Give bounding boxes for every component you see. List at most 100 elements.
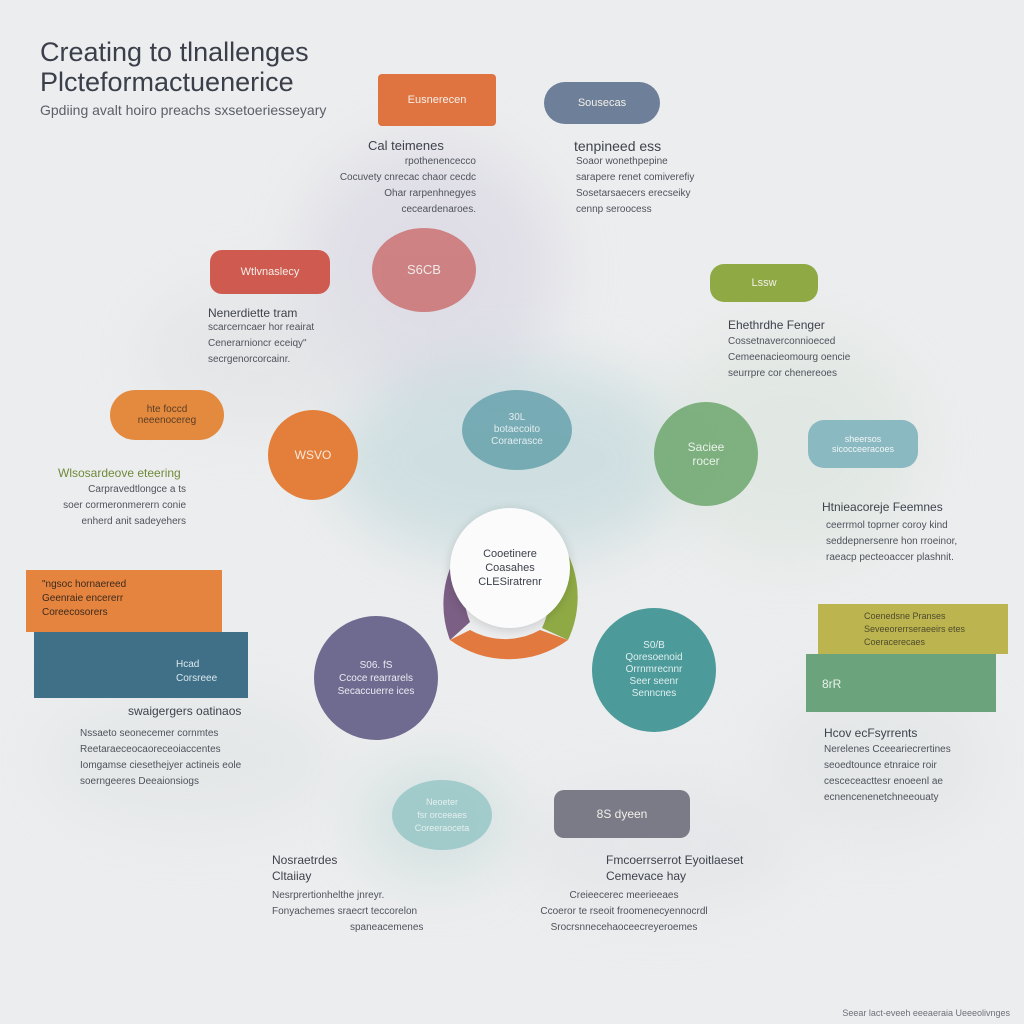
left-orange-circle-label: WSVO [294, 448, 332, 462]
bottom-pill-label: 8S dyeen [596, 807, 648, 821]
top-right-line: sarapere renet comiverefiy [576, 172, 695, 183]
center-top-line: botaecoito [493, 424, 541, 435]
left-banner-bottom: Hcad Corsreee [34, 632, 248, 698]
bottom-right-line: Ccoeror te rseoit froomenecyennocrdl [540, 906, 708, 917]
bottom-right-line: Creieecerec meerieeaes [569, 890, 679, 901]
top-left-line: ceceardenaroes. [401, 204, 477, 215]
top-right-heading: tenpineed ess [574, 138, 662, 154]
mid-left-pill-label: Wtlvnaslecy [240, 266, 300, 278]
right-teal-line: Qoresoenoid [625, 652, 683, 663]
left-bottom-line: Reetaraeceocaoreceoiaccentes [80, 744, 221, 755]
right-mid-line: raeacp pecteoaccer plashnit. [826, 552, 954, 563]
right-banner-line: Coenedsne Pranses [864, 611, 946, 621]
left-banner-line: Coreecosorers [42, 607, 108, 618]
mid-left-pill: Wtlvnaslecy [210, 250, 330, 294]
right-upper-heading: Ehethrdhe Fenger [728, 318, 825, 332]
upper-red-circle: S6CB [372, 228, 476, 312]
right-upper-line: seurrpre cor chenereoes [728, 368, 837, 379]
bottom-center-circle: Neoeter fsr orceeaes Coreeraoceta [392, 780, 492, 850]
left-bottom-line: Nssaeto seonecemer cornmtes [80, 728, 219, 739]
bottom-left-text: Nesrprertionhelthe jnreyr. Fonyachemes s… [272, 888, 423, 936]
top-right-pill-label: Sousecas [577, 97, 627, 109]
right-teal-pill-line: sicocceeracoes [831, 444, 895, 454]
page-title-line-2: Plcteformactuenerice [40, 67, 294, 97]
right-teal-line: Seer seenr [629, 676, 679, 687]
right-upper-line: Cossetnaverconnioeced [728, 336, 836, 347]
left-bottom-line: soerngeeres Deeaionsiogs [80, 776, 199, 787]
right-mid-text: ceerrmol toprner coroy kind seddepnersen… [826, 518, 957, 566]
right-banner-bottom-label: 8rR [822, 677, 842, 691]
bottom-center-line: Neoeter [425, 796, 459, 807]
right-banner-line: Seveeorerrseraeeirs etes [864, 624, 966, 634]
ring-segment-purple [443, 510, 510, 640]
right-mid-line: seddepnersenre hon rroeinor, [826, 536, 958, 547]
right-mid-line: ceerrmol toprner coroy kind [826, 520, 948, 531]
bottom-right-heading-line: Cemevace hay [606, 869, 687, 883]
right-upper-pill: Lssw [710, 264, 818, 302]
top-left-pill-label: Eusnerecen [407, 94, 467, 106]
left-banner-bottom-line: Hcad [176, 659, 200, 670]
top-left-text: rpothenencecco Cocuvety cnrecac chaor ce… [308, 154, 476, 218]
left-banner-top-text: "ngsoc hornaereed Geenraie encererr Core… [42, 578, 126, 620]
center-hub-line: Coasahes [485, 562, 535, 574]
left-purple-line: Secaccuerre ices [337, 685, 415, 697]
right-teal-circle: S0/B Qoresoenoid Orrnmrecnnr Seer seenr … [592, 608, 716, 732]
right-bottom-heading: Hcov ecFsyrrents [824, 726, 918, 740]
left-banner-bottom-line: Corsreee [176, 673, 218, 684]
right-teal-line: Senncnes [631, 688, 677, 699]
right-bottom-line: seoedtounce etnraice roir [824, 760, 937, 771]
bottom-right-text: Creieecerec meerieeaes Ccoeror te rseoit… [534, 888, 714, 936]
left-purple-circle: S06. fS Ccoce rearrarels Secaccuerre ice… [314, 616, 438, 740]
background-blob [40, 690, 340, 830]
bottom-right-heading: Fmcoerrserrot Eyoitlaeset Cemevace hay [606, 852, 743, 884]
bottom-left-heading-line: Nosraetrdes [272, 853, 338, 867]
page-subtitle: Gpdiing avalt hoiro preachs sxsetoeriess… [40, 102, 327, 118]
right-banner-line: Coeracerecaes [864, 637, 926, 647]
bottom-left-line: Fonyachemes sraecrt teccorelon [272, 906, 418, 917]
center-hub-line: CLESiratrenr [478, 576, 542, 588]
mid-left-line: scarcerncaer hor reairat [208, 322, 315, 333]
bottom-right-line: Srocrsnnecehaoceecreyeroemes [550, 922, 698, 933]
left-bottom-text: Nssaeto seonecemer cornmtes Reetaraeceoc… [80, 726, 241, 790]
mid-left-line: secrgenorcorcainr. [208, 354, 291, 365]
right-green-line: Saciee [687, 440, 725, 454]
left-section-text: Carpravedtlongce a ts soer cormeronmerer… [36, 482, 186, 530]
upper-circle-label: S6CB [407, 262, 441, 277]
bottom-left-line: spaneacemenes [350, 922, 424, 933]
ring-segment-orange [450, 630, 568, 660]
top-left-heading: Cal teimenes [368, 138, 444, 153]
mid-left-heading: Nenerdiette tram [208, 306, 298, 320]
top-right-line: Soaor wonethpepine [576, 156, 668, 167]
mid-left-text: scarcerncaer hor reairat Cenerarnioncr e… [208, 320, 314, 368]
bottom-center-line: Coreeraoceta [414, 822, 470, 833]
footer-credit: Seear lact-eveeh eeeaeraia Ueeeolivnges [842, 1008, 1010, 1018]
left-bottom-line: Iomgamse ciesethejyer actineis eole [80, 760, 242, 771]
left-section-line: soer cormeronmerern conie [63, 500, 186, 511]
center-top-line: 30L [508, 412, 526, 423]
bottom-right-heading-line: Fmcoerrserrot Eyoitlaeset [606, 853, 744, 867]
right-upper-pill-label: Lssw [751, 277, 777, 289]
top-left-line: Cocuvety cnrecac chaor cecdc [339, 172, 476, 183]
top-right-text: Soaor wonethpepine sarapere renet comive… [576, 154, 694, 218]
left-banner-top: "ngsoc hornaereed Geenraie encererr Core… [26, 570, 222, 632]
top-left-line: Ohar rarpenhnegyes [384, 188, 476, 199]
left-section-heading: Wlsosardeove eteering [58, 466, 181, 480]
right-bottom-line: cesceceacttesr enoeenl ae [824, 776, 943, 787]
right-bottom-line: ecnencenenetchneeouaty [824, 792, 939, 803]
right-bottom-line: Nerelenes Cceeariecrertines [824, 744, 951, 755]
right-teal-pill: sheersos sicocceeracoes [808, 420, 918, 468]
left-section-line: Carpravedtlongce a ts [88, 484, 186, 495]
left-banner-bottom-text: Hcad Corsreee [176, 658, 217, 686]
top-right-pill: Sousecas [544, 82, 660, 124]
page-title-line-1: Creating to tlnallenges [40, 37, 309, 67]
top-left-line: rpothenencecco [404, 156, 476, 167]
right-upper-line: Cemeenacieomourg oencie [728, 352, 851, 363]
center-top-teal-blob: 30L botaecoito Coraerasce [462, 390, 572, 470]
right-teal-line: S0/B [643, 640, 665, 651]
left-purple-line: Ccoce rearrarels [339, 672, 413, 684]
bottom-pill: 8S dyeen [554, 790, 690, 838]
left-section-line: enherd anit sadeyehers [81, 516, 186, 527]
right-upper-text: Cossetnaverconnioeced Cemeenacieomourg o… [728, 334, 850, 382]
center-hub: Cooetinere Coasahes CLESiratrenr [450, 508, 570, 628]
right-bottom-text: Nerelenes Cceeariecrertines seoedtounce … [824, 742, 951, 806]
